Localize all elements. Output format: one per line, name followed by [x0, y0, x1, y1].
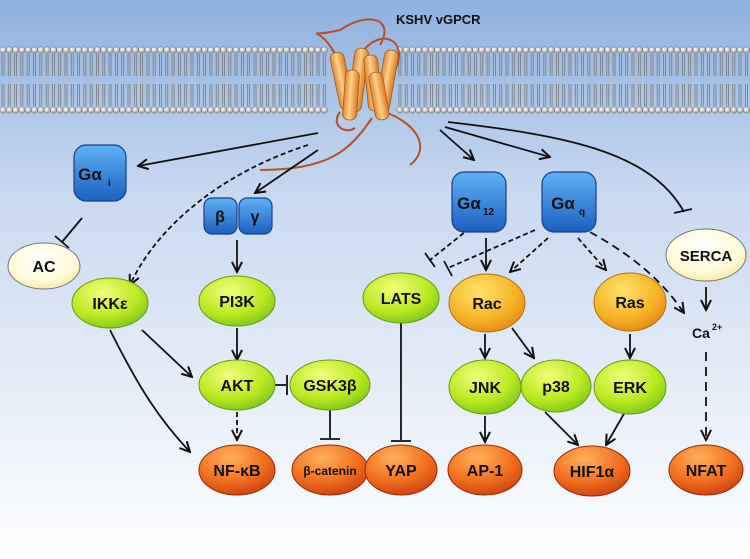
- svg-text:PI3K: PI3K: [219, 294, 255, 311]
- node-nfat: NFAT: [668, 444, 744, 496]
- node-gaq: Gα q: [541, 171, 597, 233]
- svg-text:β: β: [215, 209, 225, 226]
- node-yap: YAP: [364, 444, 438, 496]
- svg-text:AKT: AKT: [221, 378, 254, 395]
- svg-text:YAP: YAP: [385, 463, 417, 480]
- edge-ikke-nfkb: [109, 329, 190, 452]
- svg-text:β-catenin: β-catenin: [303, 464, 356, 478]
- node-serca: SERCA: [665, 228, 747, 282]
- node-hif1a: HIF1α: [553, 445, 631, 497]
- svg-text:LATS: LATS: [381, 291, 422, 308]
- svg-text:i: i: [108, 178, 111, 189]
- node-p38: p38: [520, 359, 592, 413]
- edge-gai-ac-bar: [54, 235, 70, 249]
- edge-receptor-serca-bar: [673, 208, 693, 214]
- node-ga12: Gα 12: [451, 171, 507, 233]
- svg-text:q: q: [579, 207, 585, 218]
- edge-receptor-gai: [138, 132, 319, 166]
- node-ac: AC: [7, 242, 81, 290]
- cell-membrane: [0, 46, 750, 114]
- node-gamma: γ: [238, 197, 273, 235]
- svg-text:GSK3β: GSK3β: [303, 378, 357, 395]
- svg-text:JNK: JNK: [469, 380, 501, 397]
- edge-ga12-lats: [429, 227, 471, 261]
- edge-p38-hif1a: [544, 411, 578, 445]
- edge-receptor-serca: [447, 121, 685, 213]
- edges: [54, 121, 706, 452]
- edge-receptor-betagamma: [255, 149, 319, 193]
- node-gsk3b: GSK3β: [289, 359, 371, 411]
- svg-text:p38: p38: [542, 379, 570, 396]
- svg-text:12: 12: [483, 207, 495, 218]
- svg-text:Gα: Gα: [551, 194, 575, 213]
- edge-rac-p38: [511, 327, 534, 358]
- svg-text:NFAT: NFAT: [686, 463, 727, 480]
- edge-ga12-lats-bar: [424, 252, 436, 268]
- node-gai: Gα i: [73, 144, 127, 202]
- node-ras: Ras: [593, 272, 667, 332]
- diagram-title: KSHV vGPCR: [396, 12, 481, 27]
- edge-gai-ac: [61, 217, 83, 243]
- svg-text:SERCA: SERCA: [680, 248, 733, 265]
- node-calcium: Ca 2+: [692, 322, 722, 341]
- node-ikke: IKKε: [71, 277, 149, 329]
- svg-text:γ: γ: [251, 209, 260, 226]
- node-bcatenin: β-catenin: [291, 444, 369, 496]
- svg-text:Gα: Gα: [78, 165, 102, 184]
- svg-text:Rac: Rac: [472, 296, 501, 313]
- vgpcr-receptor: [259, 18, 422, 171]
- node-nfkb: NF-κB: [198, 444, 276, 496]
- edge-receptor-ikke: [130, 144, 309, 285]
- edge-receptor-ga12: [439, 129, 474, 160]
- node-jnk: JNK: [448, 359, 522, 415]
- svg-text:NF-κB: NF-κB: [213, 463, 260, 480]
- edge-gaq-ras: [577, 237, 606, 270]
- edge-erk-hif1a: [606, 411, 626, 445]
- edge-gaq-rac: [510, 237, 549, 272]
- node-beta: β: [203, 197, 238, 235]
- node-pi3k: PI3K: [198, 275, 276, 327]
- svg-text:AP-1: AP-1: [467, 463, 504, 480]
- svg-text:Ca: Ca: [692, 325, 710, 341]
- svg-text:HIF1α: HIF1α: [570, 464, 615, 481]
- svg-text:Ras: Ras: [615, 295, 644, 312]
- svg-text:ERK: ERK: [613, 380, 647, 397]
- node-rac: Rac: [448, 273, 526, 333]
- edge-receptor-gaq: [444, 126, 550, 157]
- edge-gaq-ca: [589, 231, 684, 313]
- edge-ikke-akt: [141, 329, 192, 377]
- svg-text:AC: AC: [32, 259, 56, 276]
- svg-text:2+: 2+: [712, 322, 722, 332]
- node-lats: LATS: [362, 272, 440, 324]
- node-ap1: AP-1: [447, 444, 523, 496]
- node-erk: ERK: [593, 359, 667, 415]
- svg-text:Gα: Gα: [457, 194, 481, 213]
- edge-gaq-lats-bar: [443, 260, 453, 277]
- svg-text:IKKε: IKKε: [92, 296, 128, 313]
- node-akt: AKT: [198, 359, 276, 411]
